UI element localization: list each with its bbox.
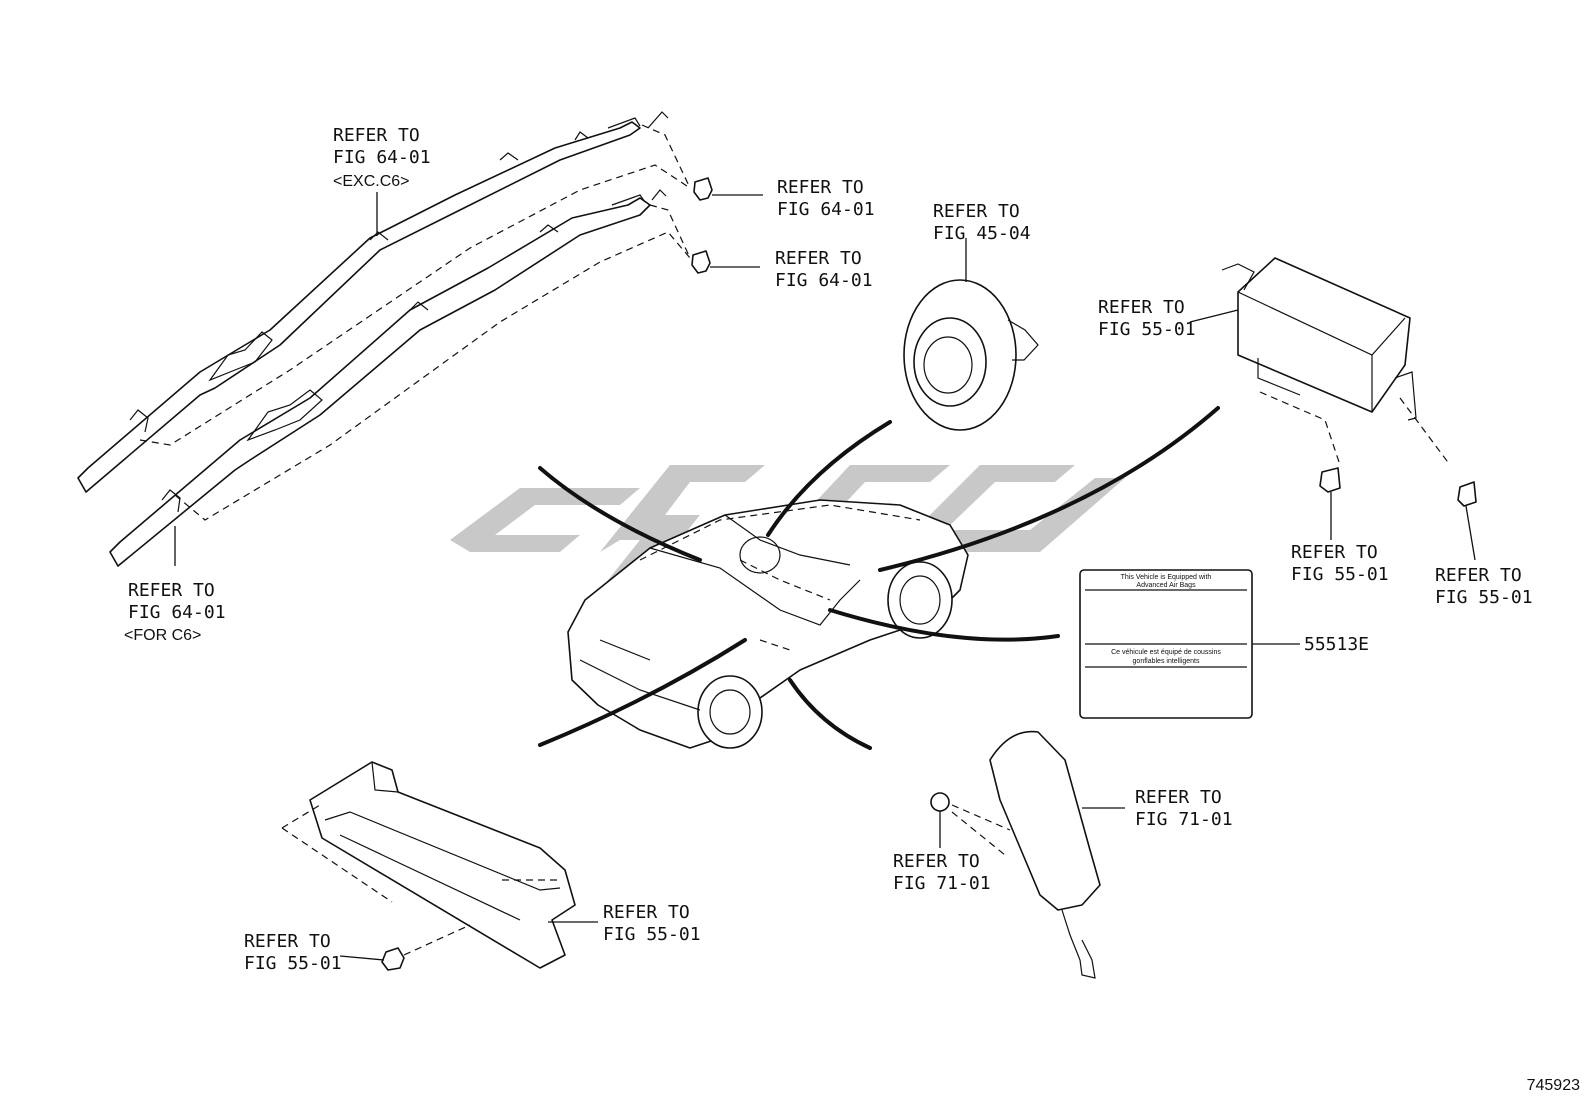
passenger-bag-label-line1: REFER TO [1098,297,1185,318]
caution-label-en-line1: This Vehicle is Equipped with [1121,574,1212,581]
knee-nut-label-line2: FIG 55-01 [244,953,342,974]
seat-side-airbag [989,730,1125,979]
knee-nut-icon [339,924,471,971]
seat-bag-label-line2: FIG 71-01 [1135,809,1233,830]
bolt-left-label-line1: REFER TO [1291,542,1378,563]
pointer-caution-label [828,608,1060,642]
curtain-airbag-upper [77,111,691,493]
bolt-right-label-line2: FIG 55-01 [1435,587,1533,608]
passenger-airbag-module [1189,257,1451,466]
clip-upper-label-line2: FIG 64-01 [777,199,875,220]
clip-lower-icon [691,250,760,274]
seat-nut-label-line1: REFER TO [893,851,980,872]
bolt-left-icon [1319,467,1341,540]
pointer-curtain-upper [538,466,702,562]
knee-airbag [281,761,598,969]
clip-upper-label-line1: REFER TO [777,177,864,198]
curtain-lower-label-line1: REFER TO [128,580,215,601]
seat-bag-label-line1: REFER TO [1135,787,1222,808]
steering-pad-label-line2: FIG 45-04 [933,223,1031,244]
bolt-right-icon [1457,481,1477,561]
knee-bag-label-line1: REFER TO [603,902,690,923]
clip-lower-label-line2: FIG 64-01 [775,270,873,291]
clip-lower-label-line1: REFER TO [775,248,862,269]
curtain-upper-note: <EXC.C6> [333,173,409,190]
curtain-airbag-lower [109,189,691,567]
caution-label-fr-line1: Ce véhicule est équipé de coussins [1111,649,1221,656]
figure-number: 745923 [1527,1077,1580,1094]
curtain-upper-label-line1: REFER TO [333,125,420,146]
caution-label-sticker: This Vehicle is Equipped with Advanced A… [1079,569,1300,719]
caution-label-en-line2: Advanced Air Bags [1136,582,1196,589]
seat-nut-label-line2: FIG 71-01 [893,873,991,894]
steering-pad-label-line1: REFER TO [933,201,1020,222]
seat-nut-icon [930,792,1011,856]
caution-label-fr-line2: gonflables intelligents [1133,658,1200,665]
bolt-left-label-line2: FIG 55-01 [1291,564,1389,585]
curtain-lower-label-line2: FIG 64-01 [128,602,226,623]
knee-nut-label-line1: REFER TO [244,931,331,952]
clip-upper-icon [693,177,763,201]
steering-wheel-pad [903,238,1039,431]
pointer-steering [766,420,892,537]
passenger-bag-label-line2: FIG 55-01 [1098,319,1196,340]
pointer-seat [788,678,872,750]
pointer-knee [538,638,747,747]
bolt-right-label-line1: REFER TO [1435,565,1522,586]
curtain-lower-note: <FOR C6> [124,627,201,644]
part-number-label: 55513E [1304,634,1369,655]
pointer-passenger [878,406,1220,572]
curtain-upper-label-line2: FIG 64-01 [333,147,431,168]
knee-bag-label-line2: FIG 55-01 [603,924,701,945]
